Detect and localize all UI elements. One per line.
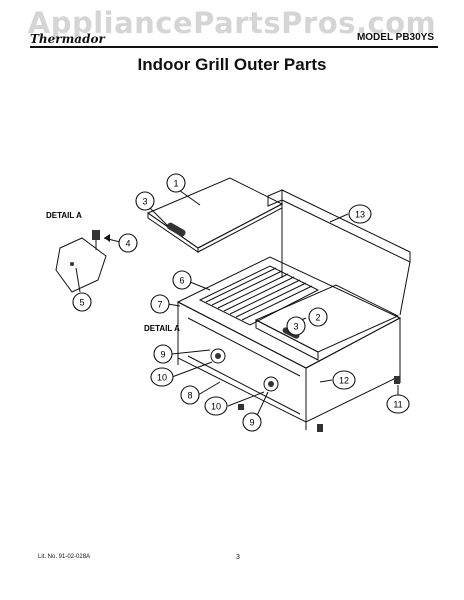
callout-7: 7 [150,294,170,314]
callout-2: 2 [308,307,328,327]
callout-11: 11 [386,394,410,414]
detail-a-label-top: DETAIL A [46,211,82,220]
page-title: Indoor Grill Outer Parts [137,55,327,74]
svg-text:10: 10 [157,373,167,383]
brand-name: Thermador [30,32,105,46]
svg-text:6: 6 [179,276,184,286]
svg-text:1: 1 [173,179,178,189]
callout-10-lower: 10 [204,396,228,416]
callout-3-griddle: 3 [286,316,306,336]
callout-9-lower: 9 [242,412,262,432]
callout-6: 6 [172,270,192,290]
callout-1: 1 [166,173,186,193]
header-rule [30,46,438,48]
model-number: MODEL PB30YS [356,32,434,43]
literature-number: Lit. No. 91-02-028A [38,554,91,560]
svg-text:9: 9 [160,350,165,360]
svg-text:11: 11 [393,400,402,410]
watermark: AppliancePartsPros.com [27,6,437,40]
svg-text:9: 9 [249,418,254,428]
grill-lid [146,177,284,253]
back-splash [267,189,411,316]
svg-text:2: 2 [315,313,320,323]
callout-8: 8 [180,385,200,405]
svg-text:3: 3 [142,197,147,207]
svg-text:4: 4 [125,239,130,249]
grill-body-front [177,301,401,432]
callout-3-lid: 3 [135,191,155,211]
callout-9-upper: 9 [153,344,173,364]
svg-text:12: 12 [339,376,349,386]
page-number: 3 [236,554,240,561]
callout-10-upper: 10 [150,367,174,387]
svg-text:8: 8 [187,391,192,401]
callout-4: 4 [118,233,138,253]
detail-a-bracket [55,230,121,293]
callout-5: 5 [72,292,92,312]
svg-text:3: 3 [293,322,298,332]
callout-13: 13 [348,204,372,224]
callout-12: 12 [332,370,356,390]
grill-body-top [176,256,402,369]
detail-a-label-mid: DETAIL A [144,324,180,333]
svg-text:7: 7 [157,300,162,310]
svg-text:5: 5 [79,298,84,308]
svg-text:13: 13 [355,210,365,220]
svg-text:10: 10 [211,402,221,412]
